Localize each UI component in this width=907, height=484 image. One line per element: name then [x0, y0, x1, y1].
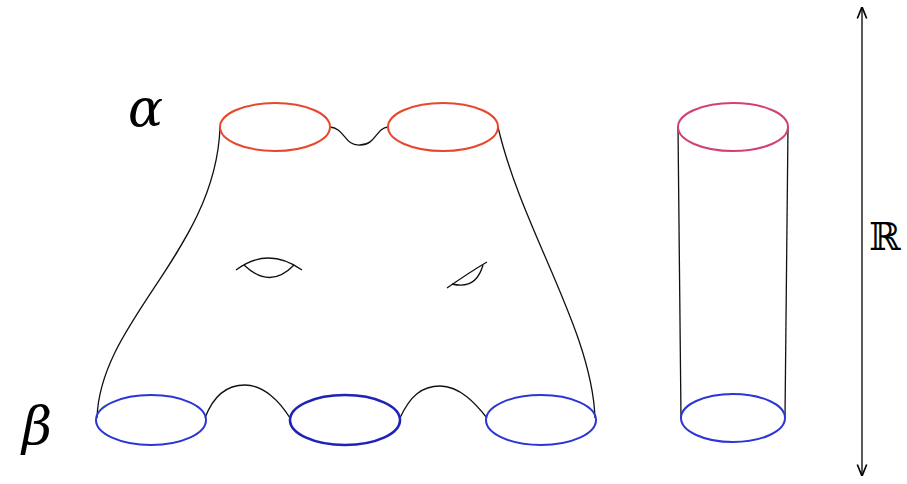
surface-side [97, 127, 220, 418]
handle-hole [452, 265, 483, 285]
cylinder-side [785, 127, 788, 418]
axis-arrow [861, 8, 862, 475]
beta-circle [486, 395, 596, 445]
axis-label: ℝ [869, 218, 901, 256]
handle-hole [447, 262, 487, 288]
surface-neck [330, 127, 388, 145]
boundary-label: β [22, 400, 52, 452]
cylinder-bottom-circle [681, 394, 785, 442]
handle-hole [236, 258, 302, 270]
beta-circle [96, 395, 206, 445]
surface-neck [400, 386, 487, 418]
alpha-circle [220, 103, 330, 151]
boundary-label: α [128, 82, 163, 134]
surface-neck [205, 385, 290, 418]
handle-hole [244, 265, 294, 278]
alpha-circle [388, 103, 498, 151]
surface-side [498, 127, 595, 418]
beta-circle [290, 395, 400, 445]
cylinder-side [678, 127, 681, 418]
cylinder-top-circle [678, 103, 788, 151]
